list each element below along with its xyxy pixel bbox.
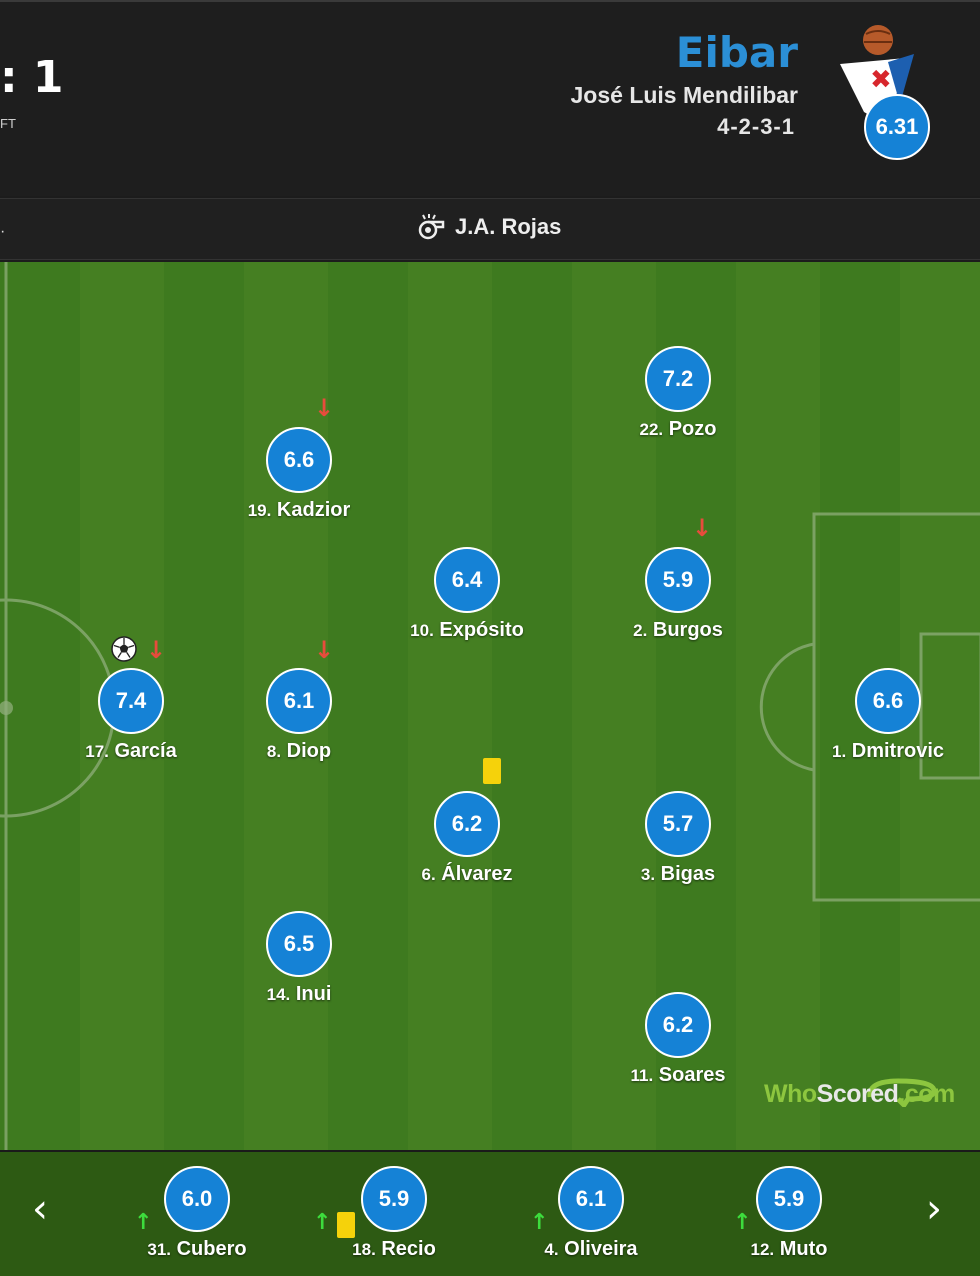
sub-player-cubero[interactable]: 6.0 31. Cubero	[97, 1166, 297, 1261]
player-alvarez[interactable]: 6.2 6. Álvarez	[367, 791, 567, 886]
player-soares[interactable]: 6.2 11. Soares	[578, 992, 778, 1087]
goal-ball-icon	[111, 636, 137, 662]
subbed-off-arrow-icon: ↓	[692, 514, 713, 542]
subbed-on-arrow-icon: ↑	[313, 1210, 332, 1235]
player-name: 11. Soares	[630, 1064, 726, 1086]
player-dmitrovic[interactable]: 6.6 1. Dmitrovic	[788, 668, 980, 763]
player-rating: 6.0	[164, 1166, 230, 1232]
sub-player-muto[interactable]: 5.9 12. Muto	[689, 1166, 889, 1261]
player-rating: 6.5	[266, 911, 332, 977]
player-name: 22. Pozo	[639, 418, 717, 440]
player-rating: 6.2	[434, 791, 500, 857]
referee: J.A. Rojas	[415, 213, 561, 241]
yellow-card-icon	[337, 1212, 355, 1238]
player-rating: 6.1	[558, 1166, 624, 1232]
player-exposito[interactable]: 6.4 10. Expósito	[367, 547, 567, 642]
sub-player-oliveira[interactable]: 6.1 4. Oliveira	[491, 1166, 691, 1261]
next-button[interactable]: ›	[926, 1186, 942, 1232]
player-inui[interactable]: 6.5 14. Inui	[199, 911, 399, 1006]
player-name: 12. Muto	[750, 1238, 828, 1260]
venue-text: ·	[0, 223, 6, 240]
player-rating: 5.9	[756, 1166, 822, 1232]
team-rating: 6.31	[864, 94, 930, 160]
whoscored-logo-icon	[867, 1078, 937, 1107]
player-name: 18. Recio	[352, 1238, 436, 1260]
player-bigas[interactable]: 5.7 3. Bigas	[578, 791, 778, 886]
player-name: 6. Álvarez	[421, 863, 513, 885]
subbed-off-arrow-icon: ↓	[314, 636, 335, 664]
subbed-on-arrow-icon: ↑	[530, 1210, 549, 1235]
sub-player-recio[interactable]: 5.9 18. Recio	[294, 1166, 494, 1261]
player-rating: 7.4	[98, 668, 164, 734]
player-name: 31. Cubero	[147, 1238, 247, 1260]
subbed-off-arrow-icon: ↓	[314, 394, 335, 422]
player-rating: 5.9	[645, 547, 711, 613]
pitch: 7.2 22. Pozo ↓ 6.6 19. Kadzior 6.4 10. E…	[0, 262, 980, 1150]
subbed-on-arrow-icon: ↑	[134, 1210, 153, 1235]
player-diop[interactable]: 6.1 8. Diop	[199, 668, 399, 763]
player-name: 8. Diop	[266, 740, 332, 762]
player-rating: 6.4	[434, 547, 500, 613]
team-formation: 4-2-3-1	[717, 114, 795, 139]
player-name: 14. Inui	[266, 983, 332, 1005]
player-rating: 7.2	[645, 346, 711, 412]
whistle-icon	[418, 214, 445, 240]
player-name: 19. Kadzior	[247, 499, 351, 521]
player-name: 1. Dmitrovic	[832, 740, 944, 762]
player-burgos[interactable]: 5.9 2. Burgos	[578, 547, 778, 642]
player-kadzior[interactable]: 6.6 19. Kadzior	[199, 427, 399, 522]
svg-text:✖: ✖	[870, 65, 892, 95]
player-garcia[interactable]: 7.4 17. García	[31, 668, 231, 763]
team-name[interactable]: Eibar	[675, 28, 798, 77]
player-name: 2. Burgos	[633, 619, 723, 641]
yellow-card-icon	[483, 758, 501, 784]
player-name: 4. Oliveira	[544, 1238, 638, 1260]
player-rating: 6.6	[266, 427, 332, 493]
whoscored-watermark: WhoScored.com	[764, 1080, 955, 1108]
team-manager: José Luis Mendilibar	[570, 82, 799, 108]
player-rating: 6.1	[266, 668, 332, 734]
player-name: 17. García	[85, 740, 177, 762]
subbed-on-arrow-icon: ↑	[733, 1210, 752, 1235]
prev-button[interactable]: ‹	[32, 1186, 48, 1232]
player-pozo[interactable]: 7.2 22. Pozo	[578, 346, 778, 441]
player-rating: 6.2	[645, 992, 711, 1058]
player-rating: 5.7	[645, 791, 711, 857]
match-header: : 1 FT Eibar José Luis Mendilibar 4-2-3-…	[0, 0, 980, 196]
match-info-bar: · J.A. Rojas	[0, 198, 980, 260]
match-score: : 1	[0, 52, 64, 103]
player-rating: 6.6	[855, 668, 921, 734]
subbed-off-arrow-icon: ↓	[146, 636, 167, 664]
player-name: 3. Bigas	[640, 863, 716, 885]
player-name: 10. Expósito	[410, 619, 524, 641]
substitutes-bar: ‹ › ↑ 6.0 31. Cubero ↑ 5.9 18. Recio ↑ 6…	[0, 1150, 980, 1276]
referee-name: J.A. Rojas	[455, 214, 562, 239]
player-rating: 5.9	[361, 1166, 427, 1232]
match-status: FT	[0, 116, 16, 131]
